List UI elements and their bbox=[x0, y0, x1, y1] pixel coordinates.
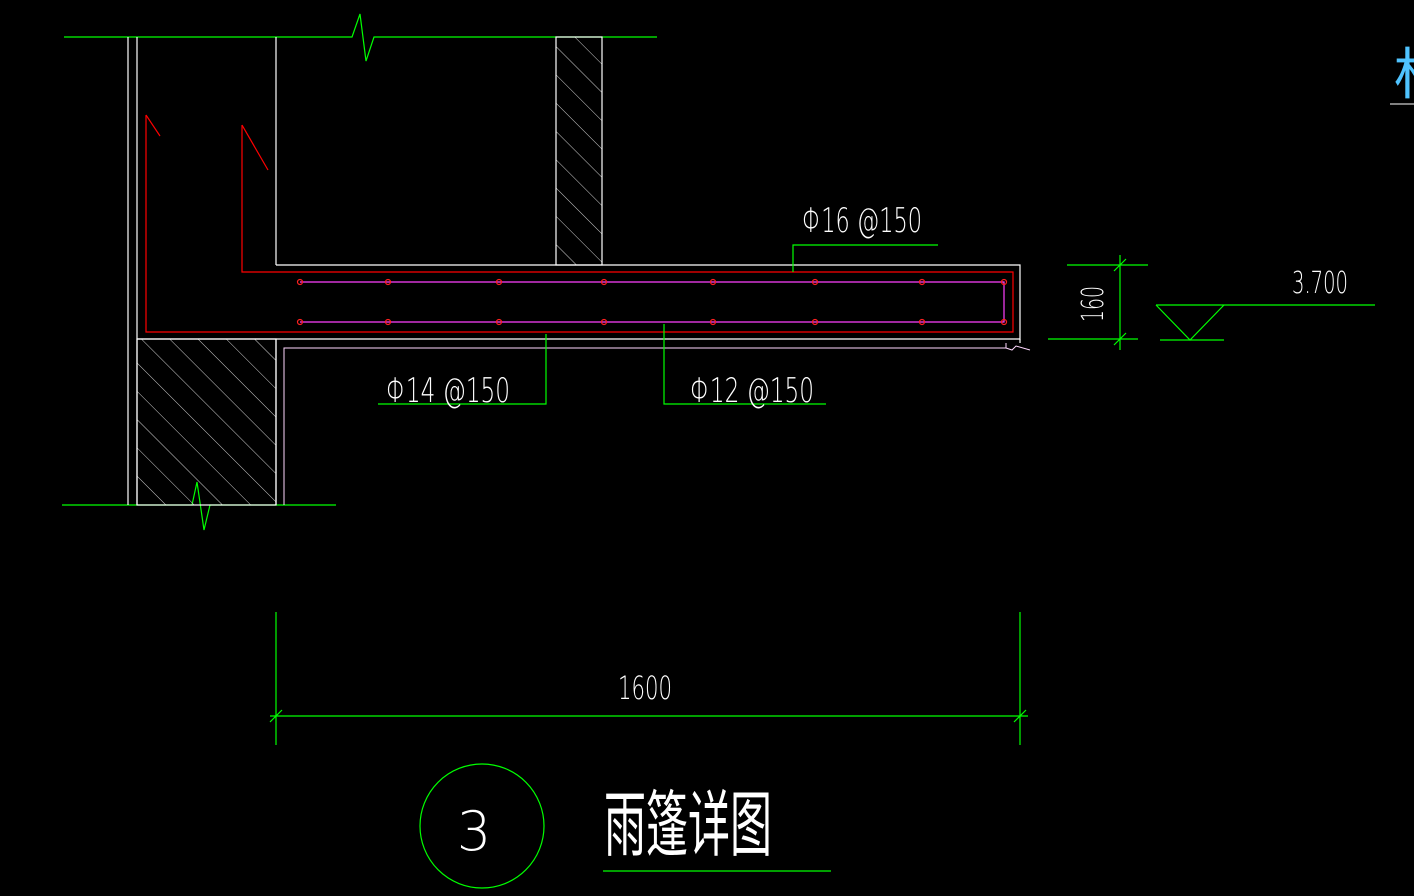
span-dimension-label: 1600 bbox=[618, 669, 672, 707]
canopy-slab-outline bbox=[137, 264, 1021, 343]
bottom-right-rebar-label: Φ12 @150 bbox=[690, 371, 814, 411]
detail-symbol: 3 bbox=[419, 763, 545, 889]
lower-hatched-wall bbox=[136, 338, 277, 506]
edge-glyph: 标 bbox=[1394, 43, 1414, 108]
bottom-left-rebar-label: Φ14 @150 bbox=[386, 371, 510, 411]
rebar-section-dot bbox=[709, 278, 717, 286]
rebar-dots bbox=[296, 278, 1008, 326]
rebar-section-dot bbox=[811, 278, 819, 286]
span-dimension bbox=[269, 612, 1028, 745]
detail-number: 3 bbox=[457, 800, 491, 863]
rebar-section-dot bbox=[296, 318, 304, 326]
rebar-section-dot bbox=[384, 278, 392, 286]
drawing-title: 雨篷详图 bbox=[604, 783, 772, 867]
leader-bottom-left-rebar bbox=[378, 334, 547, 405]
detail-circle bbox=[419, 763, 545, 889]
rebar-section-dot bbox=[495, 318, 503, 326]
elevation-marker bbox=[1155, 304, 1375, 341]
upper-hatched-column bbox=[555, 36, 603, 266]
thickness-dimension bbox=[1048, 255, 1148, 350]
rebar-section-dot bbox=[495, 278, 503, 286]
elevation-label: 3.700 bbox=[1292, 266, 1348, 301]
distribution-rebar bbox=[300, 281, 1005, 323]
slab-thickness-label: 160 bbox=[1076, 286, 1111, 322]
leader-top-rebar bbox=[792, 244, 938, 272]
top-rebar-label: Φ16 @150 bbox=[802, 201, 922, 241]
rebar-section-dot bbox=[709, 318, 717, 326]
main-rebar bbox=[145, 114, 1014, 333]
rebar-section-dot bbox=[600, 278, 608, 286]
rebar-section-dot bbox=[918, 318, 926, 326]
rebar-section-dot bbox=[811, 318, 819, 326]
rebar-section-dot bbox=[1000, 318, 1008, 326]
leader-bottom-right-rebar bbox=[663, 324, 826, 405]
rebar-section-dot bbox=[1000, 278, 1008, 286]
soffit-line bbox=[283, 343, 1031, 505]
rebar-section-dot bbox=[384, 318, 392, 326]
rebar-section-dot bbox=[918, 278, 926, 286]
top-break-line bbox=[64, 13, 657, 62]
rebar-section-dot bbox=[600, 318, 608, 326]
rebar-section-dot bbox=[296, 278, 304, 286]
